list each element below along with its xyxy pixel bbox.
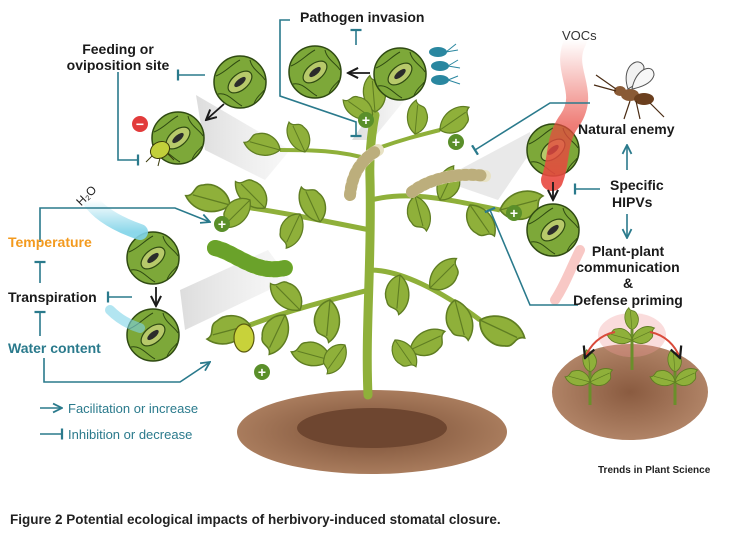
stomata-enemy-bottom	[526, 203, 580, 257]
legend: Facilitation or increase Inhibition or d…	[40, 401, 198, 442]
caterpillar-top	[344, 144, 491, 201]
label-defense-priming: Defense priming	[573, 292, 683, 308]
h2o-stream-lower	[105, 305, 145, 333]
inhibit-enemy	[471, 102, 590, 156]
plus-badge-water: +	[254, 364, 270, 380]
label-hipvs: HIPVs	[612, 194, 653, 210]
stomata-pathogen-closed	[288, 45, 342, 99]
beetle-on-plant	[233, 323, 255, 353]
cone-pathogen	[352, 96, 408, 140]
label-specific: Specific	[610, 177, 664, 193]
label-transpiration: Transpiration	[8, 289, 97, 305]
label-pathogen-invasion: Pathogen invasion	[300, 9, 424, 25]
label-feeding-line1: Feeding or	[82, 41, 154, 57]
arrow-spread-left	[585, 331, 616, 358]
inhibit-pathogen-plant	[279, 19, 362, 138]
arrow-water-plant	[43, 358, 210, 383]
pathogen-spores-icon	[429, 43, 461, 85]
plus-badge-temperature: +	[214, 216, 230, 232]
vocs-plume-2	[550, 245, 585, 305]
label-communication: communication	[576, 259, 679, 275]
journal-label: Trends in Plant Science	[598, 465, 711, 476]
label-feeding-line2: oviposition site	[67, 57, 170, 73]
label-water-content: Water content	[8, 340, 101, 356]
plus-badge-pathogen: +	[358, 112, 374, 128]
plus-badge-priming: +	[506, 205, 522, 221]
plus-badge-temperature-text: +	[218, 216, 226, 232]
stomata-feeding-open	[213, 55, 267, 109]
plus-badge-enemy: +	[448, 134, 464, 150]
beetle-icon	[145, 140, 175, 167]
legend-inhibition: Inhibition or decrease	[68, 427, 192, 442]
stomata-pathogen-open	[373, 47, 427, 101]
figure-caption: Figure 2 Potential ecological impacts of…	[10, 512, 501, 527]
inhibit-feeding-site	[117, 72, 140, 166]
arrow-spread-right	[649, 331, 680, 358]
label-natural-enemy: Natural enemy	[578, 121, 675, 137]
wasp-icon	[593, 61, 665, 120]
caterpillar-green	[207, 240, 293, 278]
plus-badge-enemy-text: +	[452, 134, 460, 150]
minus-badge: −	[132, 116, 148, 132]
stomata-transpiration-top	[126, 231, 180, 285]
label-vocs: VOCs	[562, 28, 597, 43]
arrow-feeding	[206, 103, 225, 120]
vocs-plume	[541, 29, 589, 191]
h2o-stream	[82, 192, 148, 240]
plus-badge-water-text: +	[258, 364, 266, 380]
soil-patch-small	[552, 344, 708, 440]
inhibit-priming	[484, 206, 578, 306]
plus-badge-priming-text: +	[510, 205, 518, 221]
soil-inner	[297, 408, 447, 448]
small-plants	[563, 307, 702, 405]
arrow-to-plant-top	[39, 207, 210, 242]
label-plant-plant: Plant-plant	[592, 243, 665, 259]
minus-badge-text: −	[136, 116, 144, 132]
label-ampersand: &	[623, 275, 633, 291]
cone-feeding	[196, 95, 290, 180]
legend-facilitation: Facilitation or increase	[68, 401, 198, 416]
plus-badge-pathogen-text: +	[362, 112, 370, 128]
stomata-transpiration-bottom	[126, 308, 180, 362]
label-temperature: Temperature	[8, 234, 92, 250]
cone-enemy	[440, 132, 532, 200]
